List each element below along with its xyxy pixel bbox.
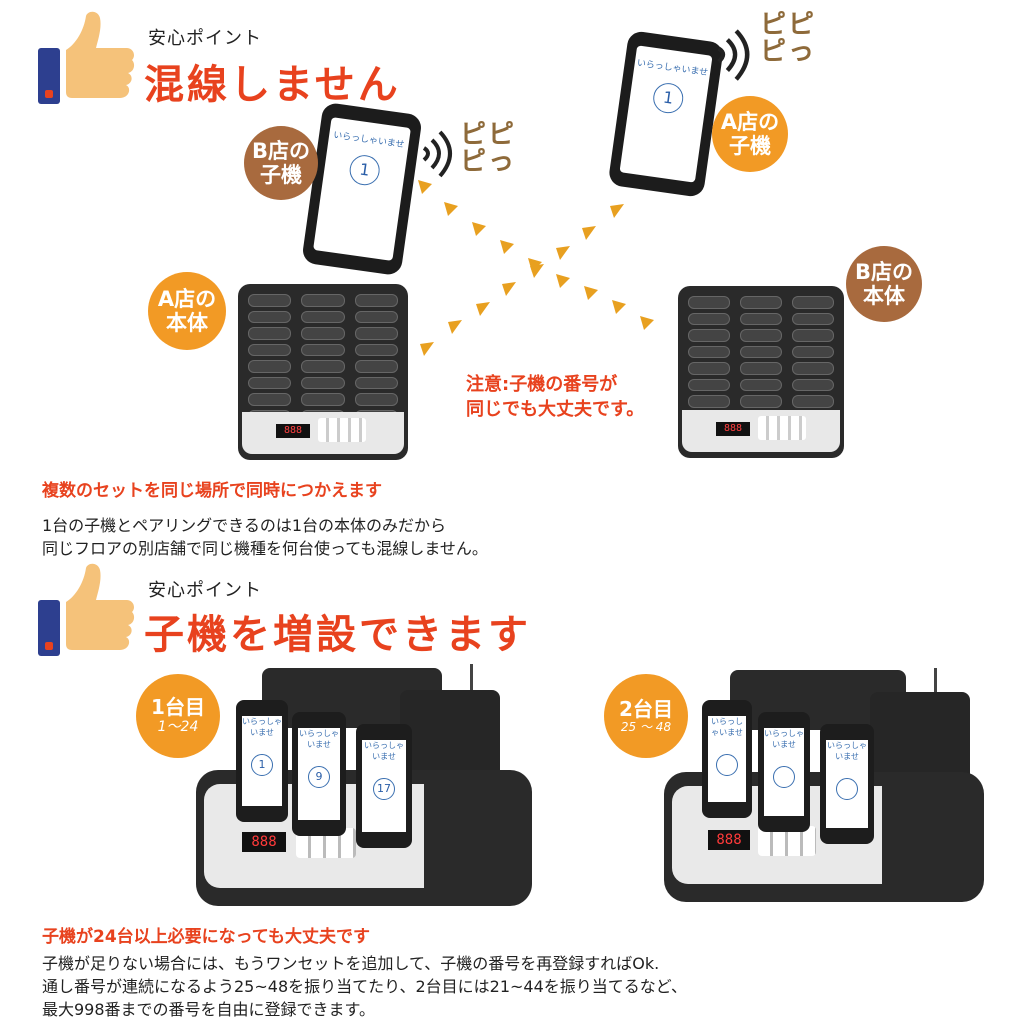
pager-screen-text: いらっしゃいませ [364,741,404,761]
label-line: 子機 [260,163,302,187]
set-range: 1～24 [157,719,199,736]
note-text: 注意:子機の番号が 同じでも大丈夫です。 [466,372,644,422]
led-display: 888 [708,830,750,850]
control-panel: 888 [682,410,840,452]
base-unit-b: 888 [678,286,844,458]
pager-screen-text: いらっしゃいませ [711,717,743,737]
body-line: 同じフロアの別店舗で同じ機種を何台使っても混線しません。 [42,539,488,559]
antenna [470,664,473,704]
label-set-2: 2台目 25 ～ 48 [604,674,688,758]
pager-number-blank [773,766,795,788]
label-a-store-child: A店の 子機 [712,96,788,172]
charging-slots [688,296,834,424]
pager-number: 17 [373,778,395,800]
body-line: 1台の子機とペアリングできるのは1台の本体のみだから [42,516,447,535]
section2-headline: 子機が24台以上必要になっても大丈夫です [42,927,370,947]
point-title: 子機を増設できます [144,612,531,658]
pager-screen-text: いらっしゃいませ [827,741,867,761]
led-display: 888 [242,832,286,852]
point-subtitle: 安心ポイント [148,28,262,49]
section2-body: 子機が足りない場合には、もうワンセットを追加して、子機の番号を再登録すればOk.… [42,952,687,1022]
set-label: 2台目 [619,696,673,721]
led-display: 888 [276,424,310,438]
body-line: 子機が足りない場合には、もうワンセットを追加して、子機の番号を再登録すればOk. [42,954,660,973]
antenna [934,668,937,708]
label-line: A店の [720,109,780,134]
beep-line: ピピ [460,120,517,150]
body-line: 通し番号が連続になるよう25~48を振り当てたり、2台目には21~44を振り当て… [42,977,687,997]
charging-slots [248,294,398,422]
pager-number: 1 [251,754,273,776]
led-display: 888 [716,422,750,436]
pager-front: いらっしゃいませ [702,700,752,818]
signal-arrows [418,180,654,356]
body-line: 最大998番までの番号を自由に登録できます。 [42,1000,375,1020]
pager-front: いらっしゃいませ 17 [356,724,412,848]
pager-number: 1 [347,153,382,188]
thumbs-up-icon [38,11,135,104]
note-line: 注意:子機の番号が [466,374,618,395]
label-line: 本体 [863,284,905,308]
beep-line: ピっ [460,147,517,178]
label-line: B店の [854,259,913,284]
pager-front: いらっしゃいませ [758,712,810,832]
base-unit-a: 888 [238,284,408,460]
pager-screen-text: いらっしゃいませ [764,729,804,749]
signal-waves-icon [422,130,452,178]
beep-line: ピピ [760,10,817,40]
pager-number: 9 [308,766,330,788]
section1-headline: 複数のセットを同じ場所で同時につかえます [42,481,382,501]
label-b-store-child: B店の 子機 [244,126,318,200]
beep-line: ピっ [760,37,817,68]
keypad [758,416,806,440]
label-a-store-base: A店の 本体 [148,272,226,350]
beep-text-b: ピピ ピっ [460,120,517,178]
pager-front: いらっしゃいませ [820,724,874,844]
set-label: 1台目 [151,695,205,720]
label-line: B店の [251,138,310,163]
point-subtitle: 安心ポイント [148,580,262,601]
section1-body: 1台の子機とペアリングできるのは1台の本体のみだから 同じフロアの別店舗で同じ機… [42,514,488,560]
beep-text-a: ピピ ピっ [760,10,817,68]
pager-number: 1 [651,81,686,116]
pager-number-blank [836,778,858,800]
label-b-store-base: B店の 本体 [846,246,922,322]
pager-screen-text: いらっしゃいませ [299,729,339,749]
pager-screen-text: いらっしゃいませ [636,58,709,79]
signal-waves-icon [717,29,750,81]
keypad [318,418,366,442]
pager-number-blank [716,754,738,776]
pager-front: いらっしゃいませ 9 [292,712,346,836]
note-line: 同じでも大丈夫です。 [466,399,645,421]
pager-front: いらっしゃいませ 1 [236,700,288,822]
pager-screen-text: いらっしゃいませ [332,130,406,151]
label-set-1: 1台目 1～24 [136,674,220,758]
point-title: 混線しません [144,62,401,108]
label-line: A店の [157,286,217,311]
pager-screen-text: いらっしゃいませ [242,717,282,737]
label-line: 本体 [166,311,208,335]
set-range: 25 ～ 48 [620,719,672,734]
label-line: 子機 [729,134,771,158]
thumbs-up-icon [38,563,135,656]
control-panel: 888 [242,412,404,454]
